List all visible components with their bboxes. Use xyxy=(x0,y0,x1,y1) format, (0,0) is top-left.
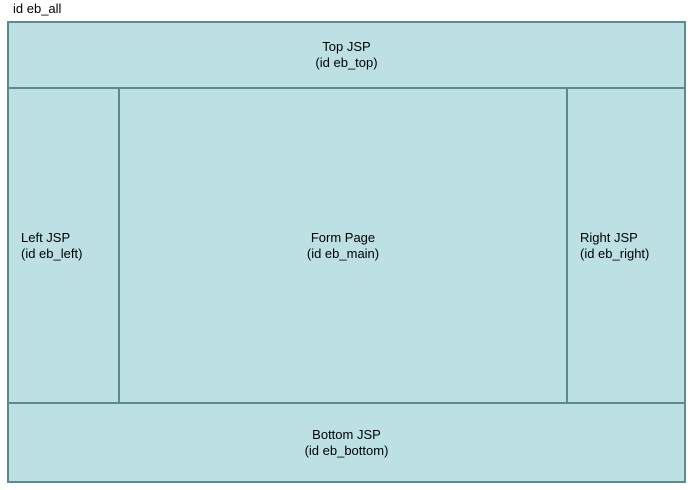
frameset-outer-label: id eb_all xyxy=(13,1,62,16)
region-form-page: Form Page (id eb_main) xyxy=(120,89,568,402)
frameset-middle-row: Left JSP (id eb_left) Form Page (id eb_m… xyxy=(9,89,684,402)
region-top-jsp: Top JSP (id eb_top) xyxy=(9,23,684,89)
region-bottom-jsp: Bottom JSP (id eb_bottom) xyxy=(9,402,684,481)
region-left-jsp: Left JSP (id eb_left) xyxy=(9,89,120,402)
region-left-jsp-caption: Left JSP (id eb_left) xyxy=(21,229,83,261)
region-form-page-caption: Form Page (id eb_main) xyxy=(306,229,380,261)
region-top-jsp-caption: Top JSP (id eb_top) xyxy=(315,39,378,70)
region-right-jsp-caption: Right JSP (id eb_right) xyxy=(580,229,650,261)
region-bottom-jsp-caption: Bottom JSP (id eb_bottom) xyxy=(304,426,389,458)
frameset-container: Top JSP (id eb_top) Left JSP (id eb_left… xyxy=(7,21,686,483)
region-right-jsp: Right JSP (id eb_right) xyxy=(568,89,684,402)
